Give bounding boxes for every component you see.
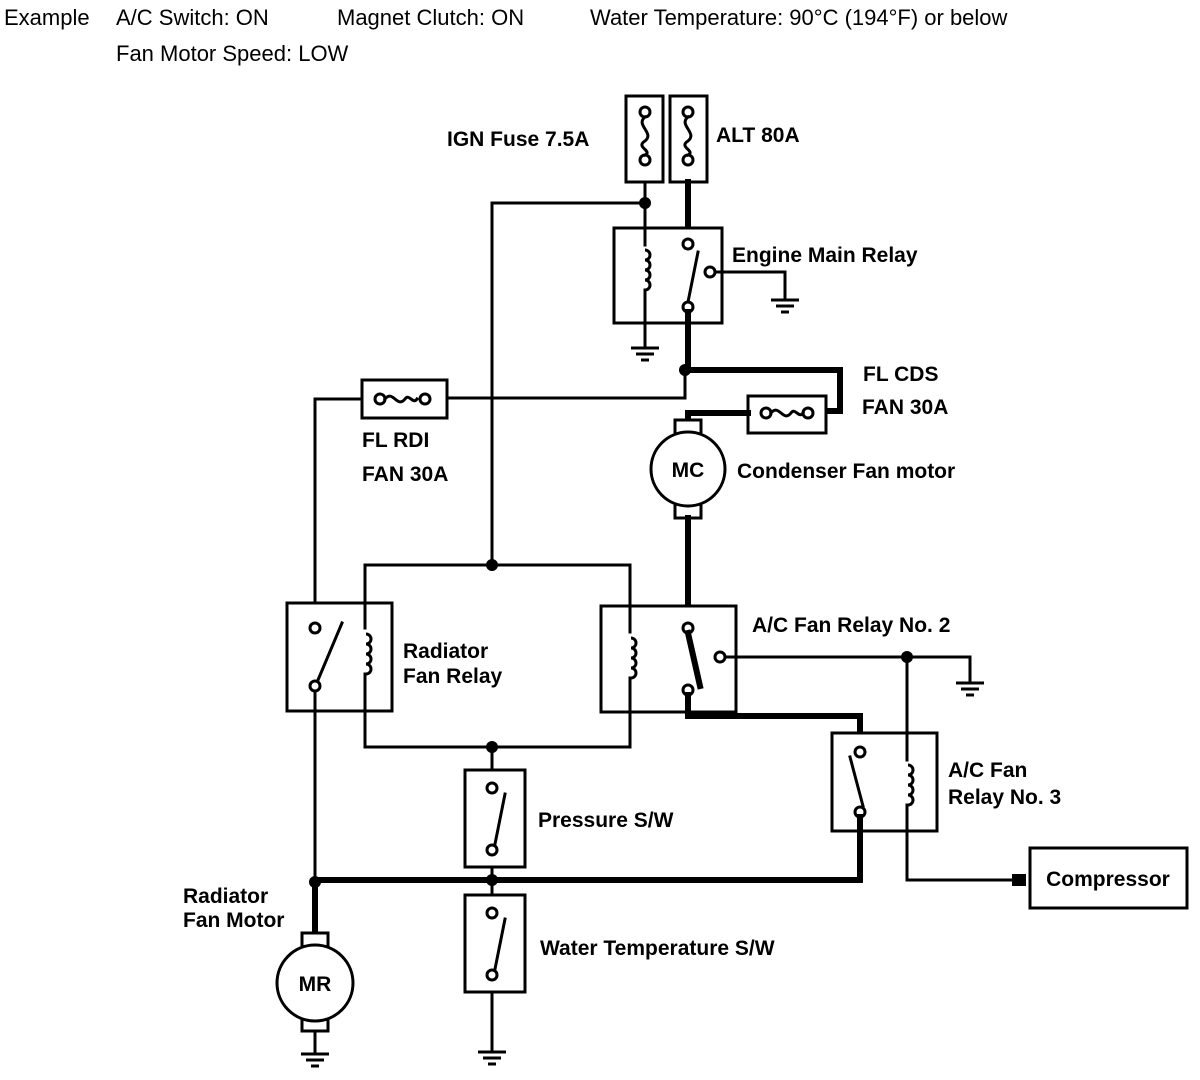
- radiator-fan-relay-label-2: Fan Relay: [403, 665, 503, 688]
- ac-switch-state: A/C Switch: ON: [116, 5, 269, 30]
- radiator-fan-relay-label-1: Radiator: [403, 640, 488, 663]
- condenser-fan-motor: MC: [649, 418, 727, 520]
- condenser-motor-symbol: MC: [672, 459, 705, 482]
- ign-fuse-label: IGN Fuse 7.5A: [447, 128, 589, 151]
- fl-cds-label-1: FL CDS: [863, 363, 938, 386]
- alt-fuse-label: ALT 80A: [716, 124, 800, 147]
- fl-cds-label-2: FAN 30A: [862, 396, 948, 419]
- fl-rdi-label-1: FL RDI: [362, 429, 429, 452]
- radiator-motor-symbol: MR: [299, 973, 332, 996]
- water-temperature-state: Water Temperature: 90°C (194°F) or below: [590, 5, 1008, 30]
- ac-fan-relay-2: [599, 604, 738, 714]
- pressure-switch-label: Pressure S/W: [538, 809, 674, 832]
- condenser-fan-motor-label: Condenser Fan motor: [737, 460, 955, 483]
- pressure-switch: [463, 768, 527, 869]
- fl-rdi-fuse: [360, 378, 449, 420]
- engine-main-relay-label: Engine Main Relay: [732, 244, 918, 267]
- radiator-fan-motor-label-1: Radiator: [183, 885, 268, 908]
- water-temperature-switch-label: Water Temperature S/W: [540, 937, 775, 960]
- ac-fan-relay-3-label-2: Relay No. 3: [948, 786, 1061, 809]
- magnet-clutch-state: Magnet Clutch: ON: [337, 5, 524, 30]
- compressor: Compressor: [1028, 846, 1189, 910]
- ac-fan-relay-3-label-1: A/C Fan: [948, 759, 1027, 782]
- fl-cds-fuse: [746, 394, 828, 435]
- ac-fan-relay-3: [830, 731, 939, 882]
- water-temperature-switch: [463, 893, 527, 994]
- fl-rdi-label-2: FAN 30A: [362, 463, 448, 486]
- radiator-fan-motor-label-2: Fan Motor: [183, 909, 284, 932]
- fan-motor-speed-state: Fan Motor Speed: LOW: [116, 41, 349, 66]
- alt-fuse: [668, 94, 709, 184]
- radiator-fan-relay: [285, 601, 394, 714]
- ac-fan-relay-2-label: A/C Fan Relay No. 2: [752, 614, 950, 637]
- engine-main-relay: [612, 226, 801, 362]
- compressor-label: Compressor: [1046, 868, 1170, 891]
- example-label: Example: [4, 5, 90, 30]
- ign-fuse: [624, 94, 665, 184]
- radiator-fan-motor: MR: [275, 931, 355, 1033]
